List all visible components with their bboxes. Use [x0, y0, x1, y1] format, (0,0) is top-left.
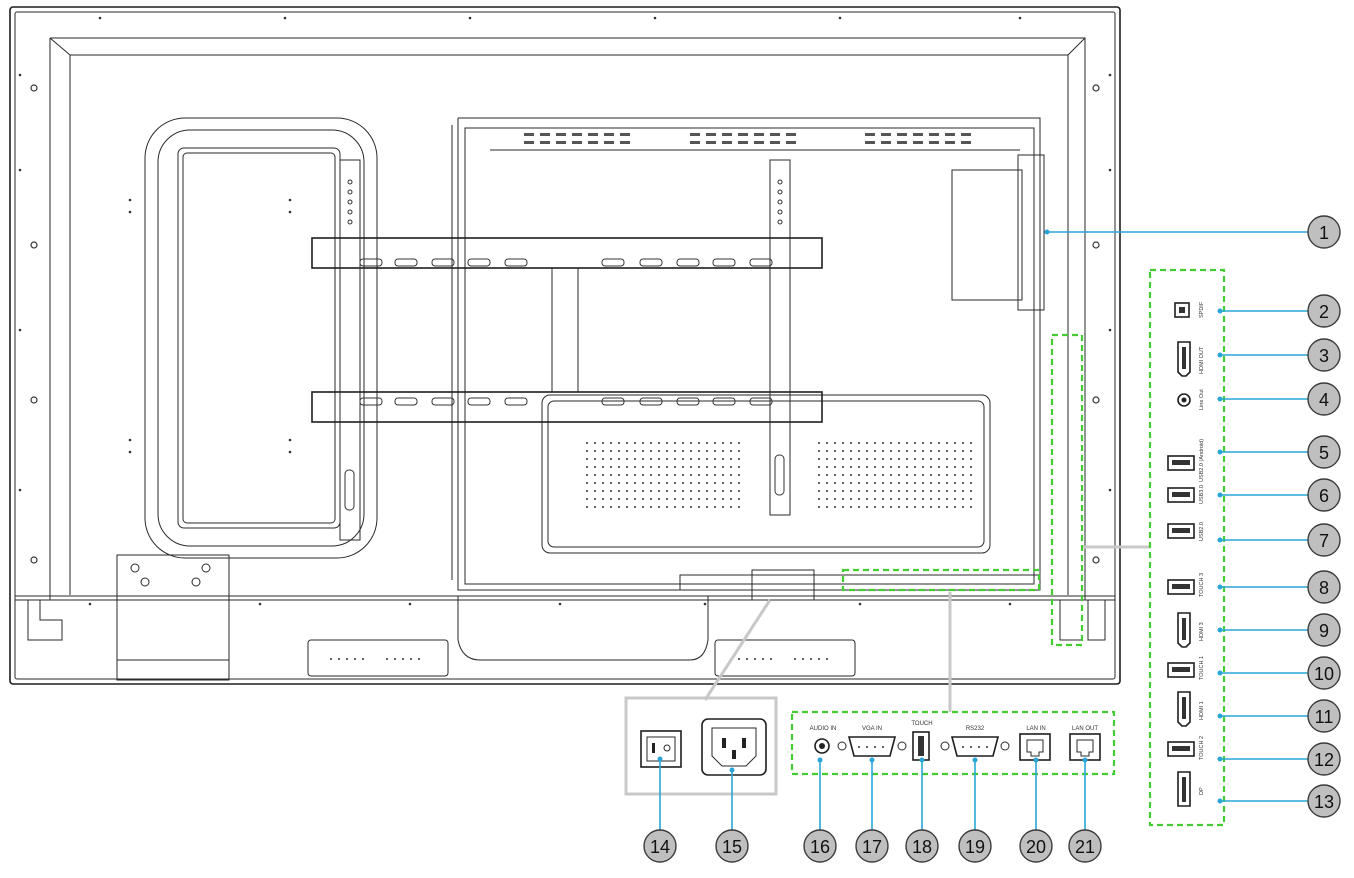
top-vent-slots: [524, 133, 971, 144]
dp-port-icon: [1177, 771, 1191, 807]
touch-usb-port-icon: [912, 731, 930, 761]
svg-text:20: 20: [1026, 837, 1046, 857]
label-hdmi-3: HDMI 3: [1199, 622, 1205, 641]
ac-power-inlet: [701, 718, 767, 776]
svg-text:1: 1: [1319, 223, 1329, 243]
label-usb-30: USB3.0: [1199, 485, 1205, 504]
line-out-jack-icon: [1177, 393, 1191, 407]
perimeter-screws: [18, 16, 1112, 606]
hdmi-3-port-icon: [1177, 612, 1191, 648]
side-ports-panel: SPDIF HDMI OUT Line Out USB2.0 (Android)…: [841, 268, 1226, 827]
callout-9: 9: [1307, 613, 1341, 647]
svg-text:5: 5: [1319, 443, 1329, 463]
label-line-out: Line Out: [1199, 389, 1205, 410]
svg-text:6: 6: [1319, 486, 1329, 506]
spdif-port-icon: [1174, 302, 1190, 318]
callout-18: 18: [905, 829, 939, 863]
power-zoom-panel: [624, 696, 778, 796]
svg-text:11: 11: [1315, 707, 1334, 727]
svg-text:2: 2: [1319, 302, 1329, 322]
svg-text:10: 10: [1314, 664, 1334, 684]
label-touch-3: TOUCH 3: [1199, 573, 1205, 597]
svg-text:17: 17: [862, 837, 882, 857]
usb-30-port-icon: [1167, 487, 1195, 503]
lan-out-port-icon: [1069, 733, 1101, 761]
bottom-ports-panel: AUDIO IN VGA IN TOUCH RS232 LAN IN LAN O…: [790, 710, 1116, 776]
callout-6: 6: [1307, 478, 1341, 512]
label-hdmi-1: HDMI 1: [1199, 701, 1205, 720]
label-rs232: RS232: [966, 726, 985, 732]
hdmi-out-port-icon: [1177, 341, 1191, 377]
callout-3: 3: [1307, 338, 1341, 372]
svg-text:18: 18: [912, 837, 932, 857]
callout-1: 1: [1307, 215, 1341, 249]
svg-text:13: 13: [1314, 792, 1334, 812]
zoom-link-lines: [703, 545, 1150, 712]
svg-text:21: 21: [1075, 837, 1095, 857]
label-touch-1: TOUCH 1: [1199, 656, 1205, 680]
label-audio-in: AUDIO IN: [810, 726, 837, 732]
callout-8: 8: [1307, 570, 1341, 604]
callout-7: 7: [1307, 523, 1341, 557]
touch-1-port-icon: [1167, 662, 1195, 678]
vga-port-icon: [837, 736, 907, 757]
callout-21: 21: [1068, 829, 1102, 863]
callout-12: 12: [1307, 742, 1341, 776]
svg-text:12: 12: [1314, 750, 1334, 770]
audio-in-jack-icon: [814, 738, 830, 754]
svg-text:19: 19: [965, 837, 985, 857]
svg-text:9: 9: [1319, 621, 1329, 641]
lan-in-port-icon: [1019, 733, 1051, 761]
callout-13: 13: [1307, 784, 1341, 818]
callout-17: 17: [855, 829, 889, 863]
display-rear-body: [9, 6, 1121, 685]
usb-android-port-icon: [1167, 455, 1195, 471]
svg-text:16: 16: [810, 837, 830, 857]
rs232-port-icon: [940, 736, 1010, 757]
label-lan-out: LAN OUT: [1072, 726, 1098, 732]
svg-text:15: 15: [722, 837, 742, 857]
callout-16: 16: [803, 829, 837, 863]
callout-11: 11: [1307, 699, 1341, 733]
touch-2-port-icon: [1167, 741, 1195, 757]
label-vga-in: VGA IN: [862, 726, 882, 732]
svg-text:7: 7: [1319, 531, 1329, 551]
label-lan-in: LAN IN: [1026, 726, 1045, 732]
callout-2: 2: [1307, 294, 1341, 328]
touch-3-port-icon: [1167, 579, 1195, 595]
callout-15: 15: [715, 829, 749, 863]
callout-14: 14: [643, 829, 677, 863]
left-handle-recess: [144, 117, 378, 559]
callout-5: 5: [1307, 435, 1341, 469]
svg-text:14: 14: [650, 837, 670, 857]
svg-text:8: 8: [1319, 578, 1329, 598]
label-touch: TOUCH: [911, 721, 932, 727]
main-recess: [451, 117, 1045, 591]
label-dp: DP: [1199, 787, 1205, 795]
leader-lines: [657, 229, 1308, 830]
svg-text:4: 4: [1319, 390, 1329, 410]
usb-20-port-icon: [1167, 523, 1195, 539]
wall-mount-bracket: [311, 159, 823, 541]
label-hdmi-out: HDMI OUT: [1199, 346, 1205, 374]
label-touch-2: TOUCH 2: [1199, 736, 1205, 760]
callout-20: 20: [1019, 829, 1053, 863]
svg-text:3: 3: [1319, 346, 1329, 366]
callouts: 1 2 3 4 5 6 7 8 9 10 11 12 13 14 15 16 1…: [643, 215, 1341, 863]
callout-19: 19: [958, 829, 992, 863]
hook-plate: [116, 554, 230, 681]
callout-10: 10: [1307, 656, 1341, 690]
power-switch: [640, 730, 682, 768]
hdmi-1-port-icon: [1177, 691, 1191, 727]
label-spdif: SPDIF: [1199, 301, 1205, 318]
label-usb-20-android: USB2.0 (Android): [1199, 439, 1205, 482]
bottom-channel: [307, 569, 1041, 677]
callout-4: 4: [1307, 382, 1341, 416]
label-usb-20: USB2.0: [1199, 522, 1205, 541]
